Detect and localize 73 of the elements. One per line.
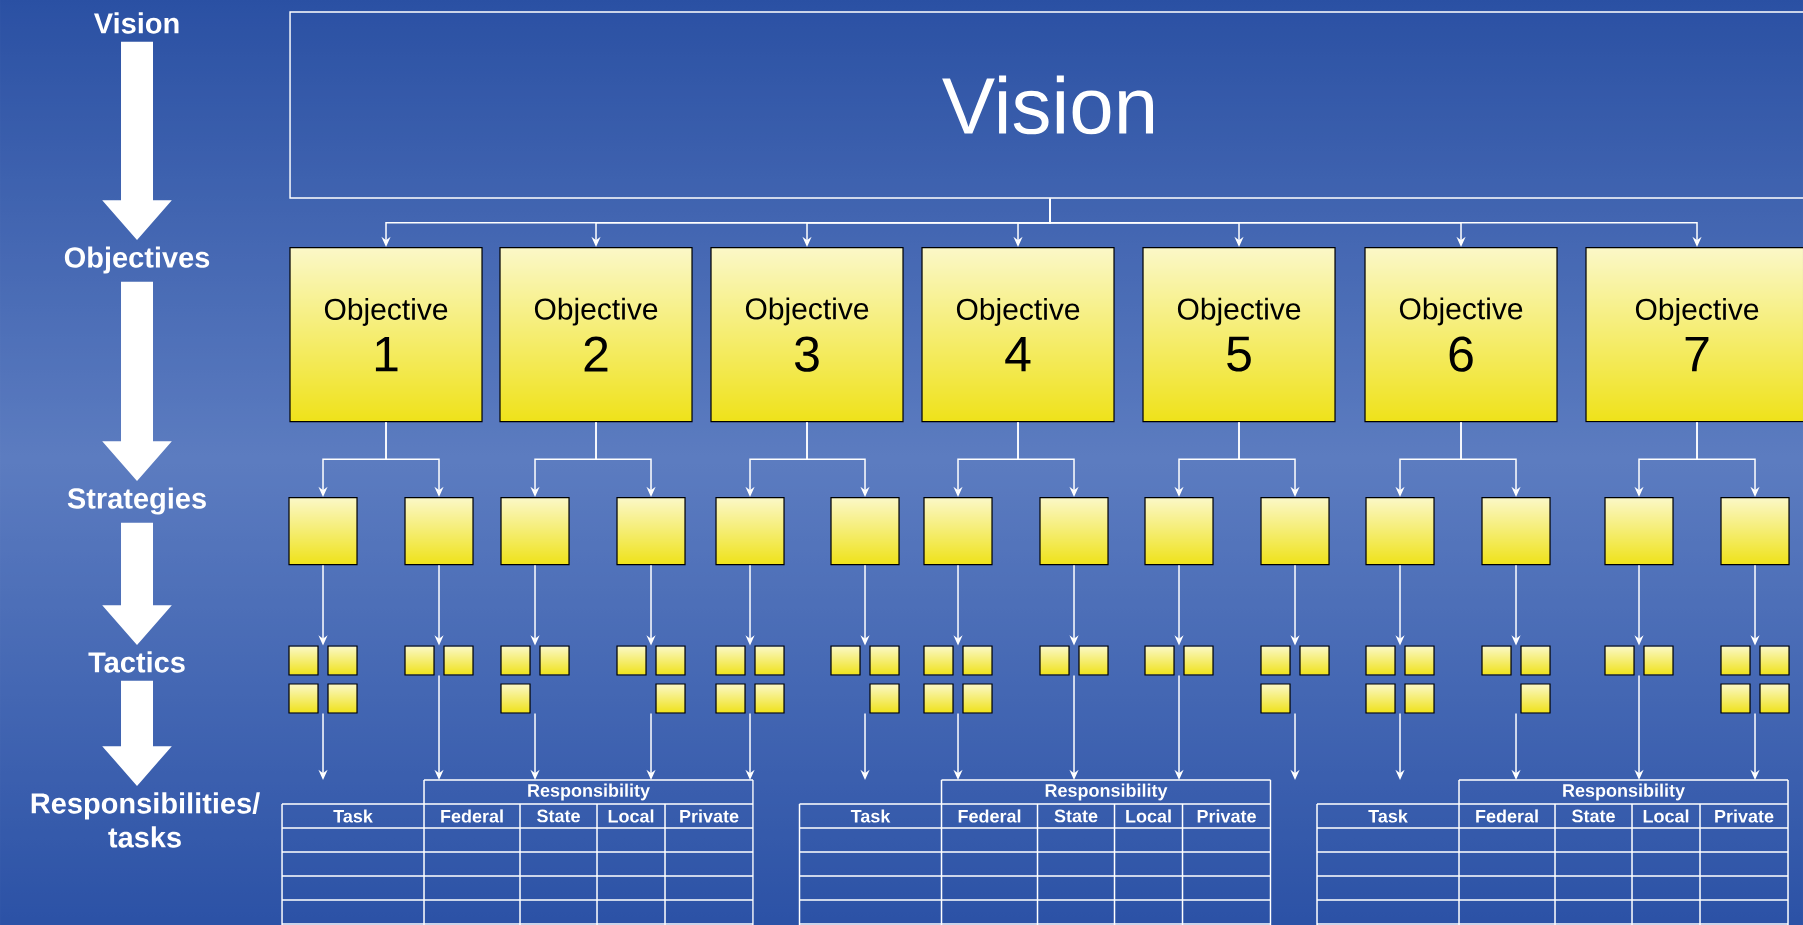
tactic-box [1759, 645, 1790, 676]
strategy-box [1365, 497, 1435, 566]
tactic-box [288, 645, 319, 676]
tactic-box [1643, 645, 1674, 676]
tactic-box [754, 645, 785, 676]
tactic-box [1481, 645, 1512, 676]
objective-box: Objective 6 [1364, 247, 1558, 423]
objective-box: Objective 7 [1585, 247, 1803, 423]
level-label: Tactics [88, 651, 185, 673]
responsibility-table: Responsibility Task Federal State Local Private [798, 779, 1272, 925]
objective-box: Objective 3 [710, 247, 904, 423]
tactic-box [616, 645, 647, 676]
tactic-box [327, 683, 358, 714]
objective-box: Objective 4 [921, 247, 1115, 423]
tactic-box [869, 683, 900, 714]
tactic-box [443, 645, 474, 676]
tactic-box [1365, 645, 1396, 676]
strategy-box [923, 497, 993, 566]
tactic-box [1183, 645, 1214, 676]
strategy-box [616, 497, 686, 566]
tactic-box [754, 683, 785, 714]
tactic-box [500, 645, 531, 676]
responsibility-table: Responsibility Task Federal State Local Private [1316, 779, 1789, 925]
tactic-box [1260, 683, 1291, 714]
tactic-box [869, 645, 900, 676]
strategy-box [1481, 497, 1551, 566]
strategy-box [500, 497, 570, 566]
tactic-box [655, 683, 686, 714]
tactic-box [1520, 645, 1551, 676]
tactic-box [715, 683, 746, 714]
strategy-box [715, 497, 785, 566]
level-label: Objectives [64, 246, 210, 274]
tactic-box [830, 645, 861, 676]
strategy-box [1720, 497, 1790, 566]
tactic-box [923, 683, 954, 714]
tactic-box [1720, 683, 1751, 714]
tactic-box [715, 645, 746, 676]
tactic-box [500, 683, 531, 714]
tactic-box [923, 645, 954, 676]
tactic-box [1365, 683, 1396, 714]
tactic-box [1078, 645, 1109, 676]
strategy-box [1039, 497, 1109, 566]
strategy-box [288, 497, 358, 566]
tactic-box [327, 645, 358, 676]
objective-box: Objective 1 [289, 247, 483, 423]
strategy-box [1144, 497, 1214, 566]
strategy-box [830, 497, 900, 566]
level-label: Responsibilities/ tasks [31, 792, 260, 848]
responsibility-table: Responsibility Task Federal State Local Private [281, 779, 754, 925]
tactic-box [1404, 645, 1435, 676]
tactic-box [962, 645, 993, 676]
objective-box: Objective 5 [1142, 247, 1336, 423]
strategy-box [1604, 497, 1674, 566]
tactic-box [1039, 645, 1070, 676]
tactic-box [1260, 645, 1291, 676]
strategy-box [1260, 497, 1330, 566]
tactic-box [288, 683, 319, 714]
tactic-box [404, 645, 435, 676]
tactic-box [1720, 645, 1751, 676]
tactic-box [1604, 645, 1635, 676]
tactic-box [1144, 645, 1175, 676]
tactic-box [1404, 683, 1435, 714]
tactic-box [655, 645, 686, 676]
level-label: Strategies [67, 487, 206, 515]
level-label: Vision [93, 12, 179, 34]
strategy-box [404, 497, 474, 566]
tactic-box [1520, 683, 1551, 714]
tactic-box [1759, 683, 1790, 714]
objective-box: Objective 2 [499, 247, 693, 423]
tactic-box [962, 683, 993, 714]
vision-box: Vision [289, 11, 1803, 199]
tactic-box [539, 645, 570, 676]
tactic-box [1299, 645, 1330, 676]
